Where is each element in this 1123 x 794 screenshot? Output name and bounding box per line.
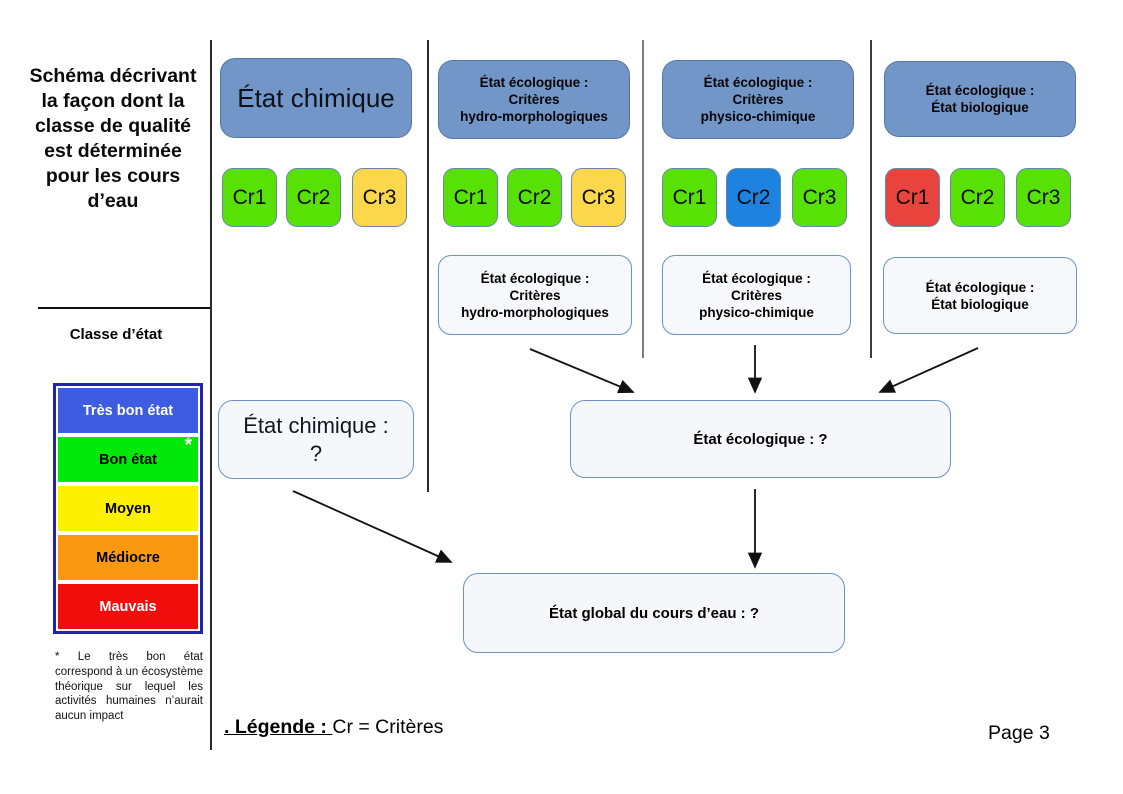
legend-label: Moyen bbox=[105, 500, 151, 517]
legend-caption-label: . Légende : bbox=[224, 716, 333, 738]
legend-caption-text: Cr = Critères bbox=[332, 716, 444, 738]
resultbox-etat-global-question: État global du cours d’eau : ? bbox=[463, 573, 845, 653]
class-state-heading: Classe d’état bbox=[69, 326, 163, 343]
arrow-chimique-to-global bbox=[292, 490, 453, 563]
criteria-box: Cr3 bbox=[1016, 168, 1071, 227]
resultbox-etat-chimique-question: État chimique : ? bbox=[218, 400, 414, 479]
divider-sidebar bbox=[210, 40, 212, 750]
state-class-legend: Très bon état Bon état * Moyen Médiocre … bbox=[53, 383, 203, 634]
criteria-box: Cr3 bbox=[571, 168, 626, 227]
criteria-box: Cr3 bbox=[352, 168, 407, 227]
criteria-box: Cr3 bbox=[792, 168, 847, 227]
criteria-box: Cr1 bbox=[885, 168, 940, 227]
header-criteres-physico-chimique: État écologique : Critères physico-chimi… bbox=[662, 60, 854, 139]
divider-col1-col2 bbox=[427, 40, 429, 492]
divider-col3-col4 bbox=[870, 40, 872, 358]
page-number: Page 3 bbox=[988, 722, 1050, 744]
legend-row-bon-etat: Bon état * bbox=[58, 435, 198, 482]
divider-col2-col3 bbox=[642, 40, 644, 358]
criteria-box: Cr2 bbox=[286, 168, 341, 227]
title-underline bbox=[38, 307, 210, 309]
resultbox-criteres-hydro-morphologiques: État écologique : Critères hydro-morphol… bbox=[438, 255, 632, 335]
criteria-box: Cr2 bbox=[950, 168, 1005, 227]
criteria-box: Cr2 bbox=[507, 168, 562, 227]
resultbox-etat-biologique: État écologique : État biologique bbox=[883, 257, 1077, 334]
legend-label: Bon état bbox=[99, 451, 157, 468]
legend-row-tres-bon-etat: Très bon état bbox=[58, 388, 198, 433]
legend-row-moyen: Moyen bbox=[58, 486, 198, 531]
legend-label: Très bon état bbox=[82, 402, 174, 419]
criteria-box: Cr2 bbox=[726, 168, 781, 227]
criteria-box: Cr1 bbox=[443, 168, 498, 227]
resultbox-etat-ecologique-question: État écologique : ? bbox=[570, 400, 951, 478]
legend-label: Mauvais bbox=[99, 598, 157, 615]
legend-caption: . Légende : Cr = Critères bbox=[224, 716, 443, 739]
asterisk-mark: * bbox=[184, 435, 192, 456]
criteria-box: Cr1 bbox=[662, 168, 717, 227]
legend-row-mediocre: Médiocre bbox=[58, 535, 198, 580]
footnote-tres-bon-etat: * Le très bon état correspond à un écosy… bbox=[55, 651, 203, 723]
slide-title: Schéma décrivant la façon dont la classe… bbox=[29, 65, 197, 212]
header-etat-biologique: État écologique : État biologique bbox=[884, 61, 1076, 137]
legend-row-mauvais: Mauvais bbox=[58, 584, 198, 629]
legend-label: Médiocre bbox=[96, 549, 160, 566]
arrow-hydro-to-ecologique bbox=[529, 348, 635, 394]
arrow-biologique-to-ecologique bbox=[878, 347, 979, 393]
criteria-box: Cr1 bbox=[222, 168, 277, 227]
header-criteres-hydro-morphologiques: État écologique : Critères hydro-morphol… bbox=[438, 60, 630, 139]
header-etat-chimique: État chimique bbox=[220, 58, 412, 138]
resultbox-criteres-physico-chimique: État écologique : Critères physico-chimi… bbox=[662, 255, 851, 335]
